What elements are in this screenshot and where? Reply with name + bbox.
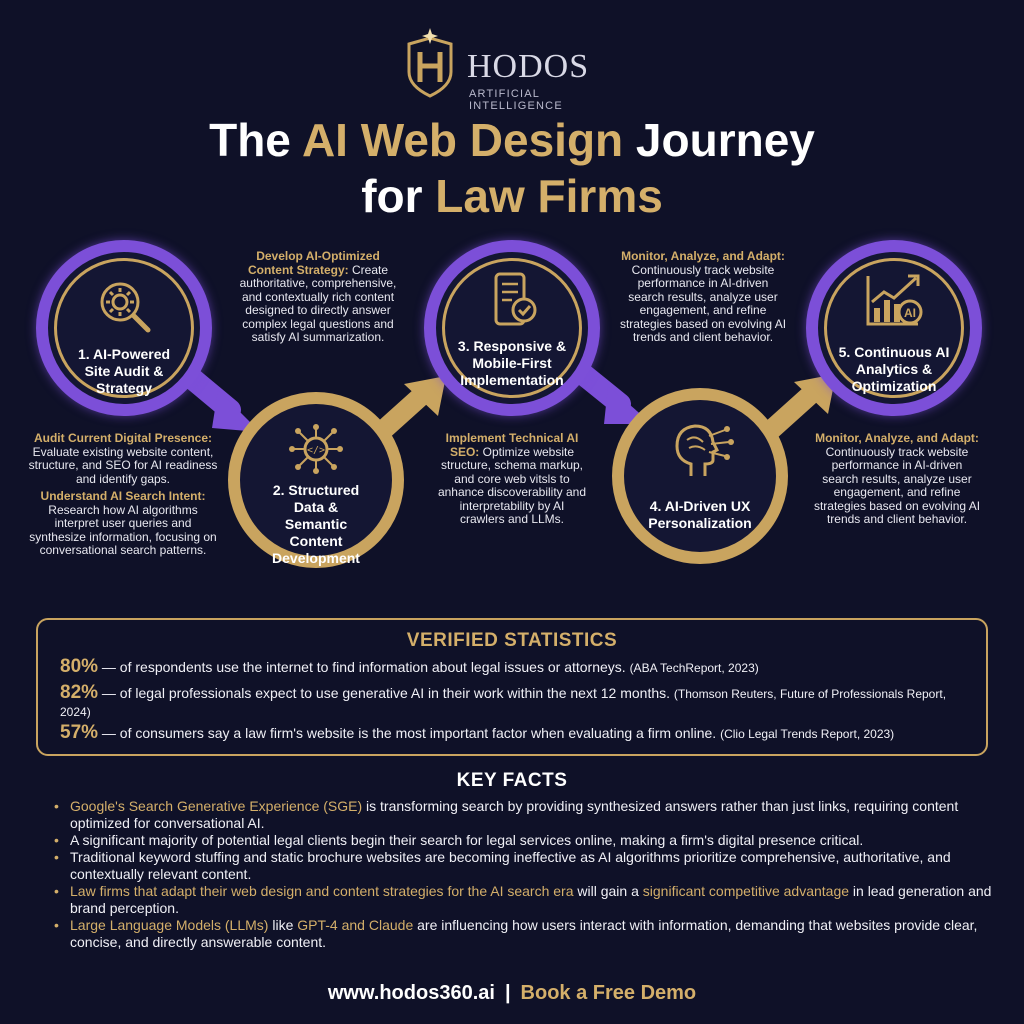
step-4-label: 4. AI-Driven UX Personalization xyxy=(648,498,752,531)
key-facts-title: KEY FACTS xyxy=(456,770,568,791)
gear-magnifier-icon xyxy=(100,282,151,333)
stat-text: — of legal professionals expect to use g… xyxy=(98,685,674,701)
footer: www.hodos360.ai | Book a Free Demo xyxy=(0,982,1024,1005)
bullet-icon: • xyxy=(54,849,59,865)
step-1-circle: 1. AI-Powered Site Audit & Strategy xyxy=(36,240,212,416)
desc-lead: Monitor, Analyze, and Adapt: xyxy=(815,431,979,445)
step-3-description: Implement Technical AI SEO: Optimize web… xyxy=(436,431,588,527)
desc-lead: Audit Current Digital Presence: xyxy=(33,431,213,445)
fact-highlight: Large Language Models (LLMs) xyxy=(70,917,269,933)
desc-text: Create authoritative, comprehensive, and… xyxy=(239,262,397,344)
step-2-description: Develop AI-Optimized Content Strategy: C… xyxy=(236,249,400,345)
step-4-circle: 4. AI-Driven UX Personalization xyxy=(612,388,788,564)
fact-text: like xyxy=(268,917,298,933)
page-title: The AI Web Design Journey for Law Firms xyxy=(0,112,1024,224)
ai-chart-icon: AI xyxy=(866,274,923,326)
stat-row: 82% — of legal professionals expect to u… xyxy=(60,682,980,721)
ai-head-icon xyxy=(675,424,734,476)
key-fact-item: • Large Language Models (LLMs) like GPT-4… xyxy=(52,917,992,951)
fact-text: are influencing how users interact with … xyxy=(70,917,978,950)
brand-subtitle: ARTIFICIAL INTELLIGENCE xyxy=(469,88,563,112)
step-1-desc-block-1: Audit Current Digital Presence: Evaluate… xyxy=(28,431,218,486)
desc-text: Research how AI algorithms interpret use… xyxy=(29,502,217,557)
fact-highlight: Law firms that adapt their web design an… xyxy=(70,883,574,899)
fact-highlight: significant competitive advantage xyxy=(642,883,850,899)
desc-lead: Monitor, Analyze, and Adapt: xyxy=(621,249,785,263)
desc-lead: Understand AI Search Intent: xyxy=(40,489,206,503)
stat-row: 80% — of respondents use the internet to… xyxy=(60,656,980,677)
key-fact-item: • Google's Search Generative Experience (… xyxy=(52,798,992,832)
desc-lead: Implement Technical AI SEO: xyxy=(445,431,579,459)
fact-highlight: GPT-4 and Claude xyxy=(297,917,414,933)
fact-text: in lead generation and brand perception. xyxy=(70,883,992,916)
stat-source: (ABA TechReport, 2023) xyxy=(629,661,759,675)
footer-separator: | xyxy=(504,982,511,1004)
desc-text: Optimize website structure, schema marku… xyxy=(437,444,587,526)
step-4-description: Monitor, Analyze, and Adapt: Continuousl… xyxy=(618,249,788,345)
step-2-label: 2. Structured Data & Semantic Content De… xyxy=(272,482,360,566)
title-highlight: AI Web Design xyxy=(301,114,624,166)
bullet-icon: • xyxy=(54,883,59,899)
desc-lead: Develop AI-Optimized Content Strategy: xyxy=(247,249,380,277)
step-5-label: 5. Continuous AI Analytics & Optimizatio… xyxy=(838,344,950,394)
verified-statistics-box: VERIFIED STATISTICS 80% — of respondents… xyxy=(36,618,988,756)
svg-text:AI: AI xyxy=(904,306,916,320)
mobile-check-icon xyxy=(494,272,537,326)
book-demo-link[interactable]: Book a Free Demo xyxy=(520,982,697,1004)
step-1-desc-block-2: Understand AI Search Intent: Research ho… xyxy=(28,489,218,558)
title-text: The xyxy=(209,114,302,166)
brand-name: HODOS xyxy=(467,48,590,85)
desc-text: Evaluate existing website content, struc… xyxy=(28,444,218,486)
title-highlight: Law Firms xyxy=(435,170,663,222)
desc-text: Continuously track website performance i… xyxy=(619,262,787,344)
fact-text: A significant majority of potential lega… xyxy=(70,832,864,848)
code-network-icon: </> xyxy=(289,424,343,474)
stat-source: (Clio Legal Trends Report, 2023) xyxy=(720,727,895,741)
fact-text: Traditional keyword stuffing and static … xyxy=(70,849,951,882)
title-text: for xyxy=(361,170,436,222)
step-5-description: Monitor, Analyze, and Adapt: Continuousl… xyxy=(812,431,982,527)
key-fact-item: • Traditional keyword stuffing and static… xyxy=(52,849,992,883)
bullet-icon: • xyxy=(54,917,59,933)
brand-logo: HODOS ARTIFICIAL INTELLIGENCE xyxy=(405,18,625,112)
shield-h-logo-icon xyxy=(407,28,453,98)
step-3-label: 3. Responsive & Mobile-First Implementat… xyxy=(457,338,567,388)
step-2-circle: </> 2. Structured Data & Semantic Conten… xyxy=(228,392,404,568)
stats-title: VERIFIED STATISTICS xyxy=(406,630,618,651)
step-1-label: 1. AI-Powered Site Audit & Strategy xyxy=(77,346,171,396)
desc-text: Continuously track website performance i… xyxy=(813,444,981,526)
key-fact-item: • Law firms that adapt their web design a… xyxy=(52,883,992,917)
key-fact-item: • A significant majority of potential leg… xyxy=(52,832,992,849)
stat-row: 57% — of consumers say a law firm's webs… xyxy=(60,722,980,743)
svg-text:</>: </> xyxy=(307,445,325,456)
stat-percentage: 82% xyxy=(60,682,99,703)
title-text: Journey xyxy=(623,114,815,166)
stat-text: — of consumers say a law firm's website … xyxy=(98,725,721,741)
fact-highlight: Google's Search Generative Experience (S… xyxy=(70,798,363,814)
fact-text: will gain a xyxy=(573,883,643,899)
website-link[interactable]: www.hodos360.ai xyxy=(327,982,495,1004)
bullet-icon: • xyxy=(54,832,59,848)
stat-text: — of respondents use the internet to fin… xyxy=(98,659,630,675)
fact-text: is transforming search by providing synt… xyxy=(70,798,959,831)
step-1-inner-ring xyxy=(54,258,194,398)
step-3-inner-ring xyxy=(442,258,582,398)
step-5-inner-ring xyxy=(824,258,964,398)
stat-percentage: 80% xyxy=(60,656,99,677)
step-5-circle: AI 5. Continuous AI Analytics & Optimiza… xyxy=(806,240,982,416)
key-facts-list: • Google's Search Generative Experience (… xyxy=(52,798,992,951)
stat-source: (Thomson Reuters, Future of Professional… xyxy=(60,687,947,719)
stat-percentage: 57% xyxy=(60,722,99,743)
step-1-description: Audit Current Digital Presence: Evaluate… xyxy=(28,431,218,558)
step-3-circle: 3. Responsive & Mobile-First Implementat… xyxy=(424,240,600,416)
bullet-icon: • xyxy=(54,798,59,814)
